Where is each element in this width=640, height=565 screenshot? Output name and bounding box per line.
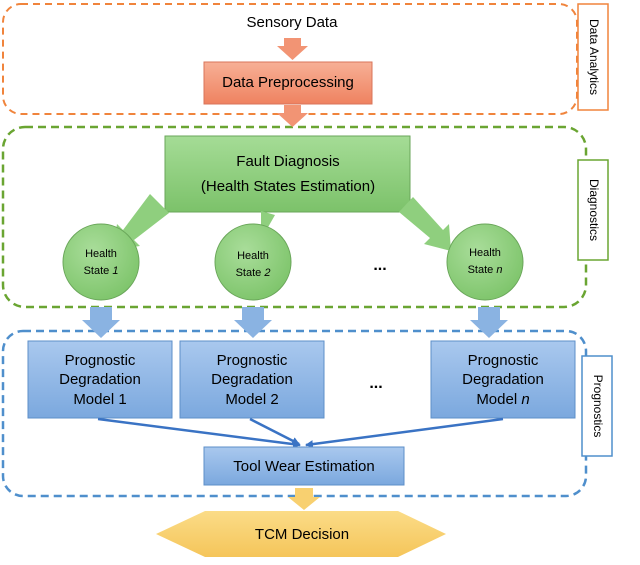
model-2-index: 2: [270, 391, 278, 408]
health-state-n: Health State n: [446, 223, 524, 301]
health-state-2-prefix: State: [236, 267, 265, 279]
health-state-n-index: n: [496, 264, 502, 276]
estimation-to-decision-arrow: [288, 488, 320, 510]
data-analytics-label: Data Analytics: [587, 19, 601, 95]
model-1-line1: Prognostic: [65, 352, 136, 369]
data-analytics-tab: Data Analytics: [577, 3, 609, 111]
health-state-n-prefix: State: [468, 264, 497, 276]
health-state-1-index: 1: [112, 265, 118, 277]
model-n-prefix: Model: [476, 391, 521, 408]
model-2-line2: Degradation: [211, 371, 293, 388]
diagnostics-tab: Diagnostics: [577, 159, 609, 261]
data-preprocessing-box: Data Preprocessing: [203, 61, 373, 105]
sensory-to-preprocessing-arrow: [277, 38, 308, 60]
model-n-index: n: [521, 391, 529, 408]
fault-diagnosis-title: Fault Diagnosis: [236, 153, 339, 170]
model-n-line1: Prognostic: [468, 352, 539, 369]
sensory-data-label: Sensory Data: [247, 14, 339, 31]
diagnosis-to-state-n-arrow: [399, 197, 451, 251]
model-1-line3: Model 1: [73, 391, 126, 408]
model-1-prefix: Model: [73, 391, 118, 408]
health-states-ellipsis: ...: [373, 257, 386, 274]
state-n-to-model-n-arrow: [470, 307, 508, 338]
model-2-line1: Prognostic: [217, 352, 288, 369]
model-n-line2: Degradation: [462, 371, 544, 388]
health-state-2: Health State 2: [214, 223, 292, 301]
health-state-2-index: 2: [263, 267, 270, 279]
model-n-box: Prognostic Degradation Model n: [430, 340, 576, 419]
model-2-prefix: Model: [225, 391, 270, 408]
tool-wear-estimation-box: Tool Wear Estimation: [203, 446, 405, 486]
health-state-1-prefix: State: [84, 265, 113, 277]
prognostics-label: Prognostics: [591, 375, 605, 438]
prognostics-tab: Prognostics: [581, 355, 613, 457]
state-2-to-model-2-arrow: [234, 307, 272, 338]
model-2-to-estimation-arrow: [249, 417, 300, 446]
state-1-to-model-1-arrow: [82, 307, 120, 338]
health-state-1-line1: Health: [85, 248, 117, 260]
tool-wear-estimation-label: Tool Wear Estimation: [233, 458, 374, 475]
fault-diagnosis-box: Fault Diagnosis (Health States Estimatio…: [164, 135, 411, 213]
model-2-line3: Model 2: [225, 391, 278, 408]
model-n-to-estimation-arrow: [305, 417, 504, 449]
health-state-n-line1: Health: [469, 247, 501, 259]
model-1-to-estimation-arrow: [97, 417, 301, 449]
models-ellipsis: ...: [369, 375, 382, 392]
health-state-1: Health State 1: [62, 223, 140, 301]
model-n-line3: Model n: [476, 391, 529, 408]
health-state-2-line2: State 2: [236, 267, 271, 279]
preprocessing-to-diagnosis-arrow: [277, 105, 308, 127]
health-state-2-line1: Health: [237, 250, 269, 262]
tcm-decision-label: TCM Decision: [255, 526, 349, 543]
model-2-box: Prognostic Degradation Model 2: [179, 340, 325, 419]
fault-diagnosis-subtitle: (Health States Estimation): [201, 178, 375, 195]
diagnostics-label: Diagnostics: [587, 179, 601, 241]
data-preprocessing-label: Data Preprocessing: [222, 74, 354, 91]
health-state-1-line2: State 1: [84, 265, 119, 277]
prognostics-frame: [1, 329, 588, 498]
tcm-decision-shape: TCM Decision: [156, 511, 446, 557]
health-state-n-line2: State n: [468, 264, 503, 276]
model-1-box: Prognostic Degradation Model 1: [27, 340, 173, 419]
model-1-index: 1: [118, 391, 126, 408]
model-1-line2: Degradation: [59, 371, 141, 388]
